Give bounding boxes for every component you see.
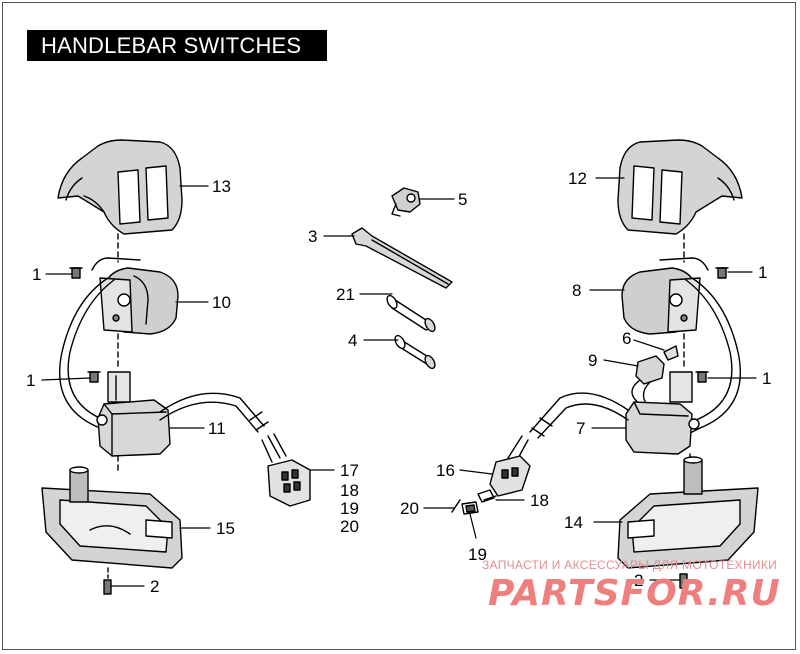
part-19-seal [461, 501, 479, 515]
callout-16: 16 [436, 461, 455, 480]
callout-14: 14 [564, 513, 583, 532]
left-screw-upper [69, 267, 83, 279]
right-lower-switch-module [625, 371, 700, 455]
callout-1-right-upper: 1 [758, 263, 767, 282]
callout-12: 12 [568, 169, 587, 188]
callout-20-right: 20 [400, 499, 419, 518]
right-lower-housing [617, 456, 759, 569]
right-connector-16 [489, 455, 531, 497]
left-wire-harness-2 [159, 401, 259, 433]
callout-17: 17 [340, 461, 359, 480]
part-6-small-item [663, 345, 679, 361]
leader-lines [41, 177, 757, 587]
left-upper-switch-housing [91, 257, 179, 335]
callout-labels: 13 12 5 3 1 1 10 8 21 4 6 9 1 1 11 7 17 … [26, 169, 771, 596]
callout-10: 10 [212, 293, 231, 312]
part-5-clip [391, 187, 421, 217]
left-wire-break-marks [249, 411, 269, 431]
part-20-pin [451, 499, 461, 513]
left-connector-wires [261, 433, 287, 463]
callout-20-left: 20 [340, 517, 359, 536]
left-lower-housing [41, 466, 183, 569]
callout-19-right: 19 [468, 545, 487, 564]
callout-15: 15 [216, 519, 235, 538]
right-wire-harness [529, 392, 629, 433]
callout-6: 6 [622, 329, 631, 348]
callout-7: 7 [576, 419, 585, 438]
callout-19-left: 19 [340, 499, 359, 518]
left-lower-switch-module [96, 371, 171, 457]
right-wire-break-marks [531, 417, 553, 437]
part-3-cable-strap [351, 227, 453, 289]
diagram-title: HANDLEBAR SWITCHES [27, 30, 327, 61]
right-screw-upper [715, 267, 729, 279]
right-upper-switch-housing [621, 257, 709, 335]
callout-18-left: 18 [340, 481, 359, 500]
left-wire-harness [159, 392, 265, 427]
callout-2-left: 2 [150, 577, 159, 596]
left-connector-17 [267, 459, 311, 507]
callout-11: 11 [208, 419, 226, 438]
left-bottom-screw [103, 579, 112, 595]
callout-4: 4 [348, 331, 357, 350]
watermark-brand-logo: PARTSFOR.RU [488, 573, 781, 614]
part-4-sleeve [394, 334, 436, 370]
right-wire-harness-2 [537, 403, 629, 439]
right-screw-middle [695, 371, 709, 383]
callout-5: 5 [458, 190, 467, 209]
callout-1-left-upper: 1 [32, 265, 41, 284]
callout-8: 8 [572, 281, 581, 300]
callout-9: 9 [588, 351, 597, 370]
right-upper-wire-loop-inner [685, 279, 733, 421]
left-screw-middle [87, 371, 101, 383]
callout-13: 13 [212, 177, 231, 196]
left-upper-wire-loop-inner [67, 279, 115, 421]
left-upper-wire-loop [58, 277, 113, 435]
right-bottom-screw [679, 573, 688, 589]
part-18-terminal [477, 489, 497, 503]
watermark-tagline: ЗАПЧАСТИ И АКСЕССУАРЫ ДЛЯ МОТОТЕХНИКИ [482, 558, 778, 572]
callout-18-right: 18 [530, 491, 549, 510]
callout-3: 3 [308, 227, 317, 246]
part-21-sleeve [386, 294, 436, 333]
callout-1-right-middle: 1 [762, 369, 771, 388]
callout-2-right: 2 [634, 571, 643, 590]
right-upper-housing-cover [617, 139, 743, 235]
callout-1-left-middle: 1 [26, 371, 35, 390]
left-upper-housing-cover [57, 139, 183, 235]
right-upper-wire-loop [687, 277, 742, 435]
callout-21: 21 [336, 285, 355, 304]
